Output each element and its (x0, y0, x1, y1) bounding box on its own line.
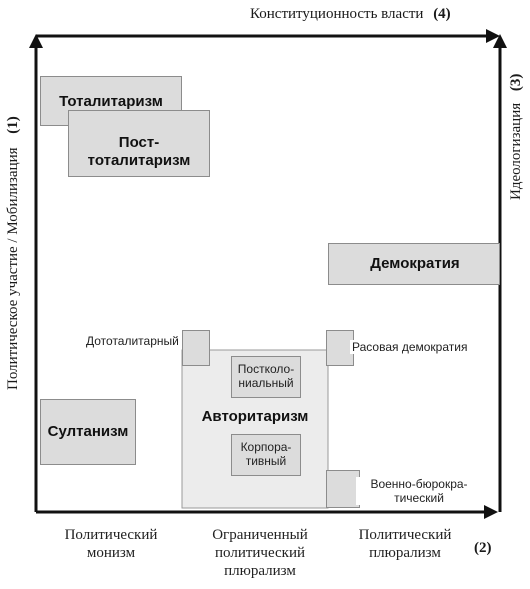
category-line: плюрализм (224, 563, 296, 579)
category-line: Ограниченный (212, 527, 308, 543)
bottom-axis-number: (2) (474, 540, 492, 556)
bottom-category-limited-pluralism: Ограниченный политический плюрализм (190, 526, 330, 580)
post-totalitarianism-label: Пост- тоталитаризм (68, 134, 210, 170)
top-axis-arrowhead (486, 29, 500, 43)
corporative-label: Корпора- тивный (231, 440, 301, 468)
label-line: ниальный (238, 376, 294, 390)
category-line: Политический (64, 527, 158, 543)
military-bureaucratic-label: Военно-бюрокра- тический (356, 477, 482, 505)
democracy-box (328, 243, 500, 285)
corporative-box (231, 434, 301, 476)
post-totalitarianism-box (68, 110, 210, 177)
bottom-axis-arrowhead (484, 505, 498, 519)
top-axis-number: (4) (433, 6, 451, 22)
label-line: тоталитаризм (87, 152, 191, 169)
sultanism-label: Султанизм (47, 423, 129, 440)
label-line: Постколо- (237, 362, 295, 376)
postcolonial-label: Постколо- ниальный (231, 362, 301, 390)
democracy-label: Демократия (370, 255, 460, 272)
label-line: тический (394, 491, 444, 505)
bottom-category-monism: Политический монизм (46, 526, 176, 562)
right-axis-number: (3) (508, 73, 524, 92)
category-line: Политический (358, 527, 452, 543)
totalitarianism-label: Тоталитаризм (59, 93, 163, 110)
label-line: Пост- (118, 134, 160, 151)
racial-democracy-label: Расовая демократия (350, 340, 470, 354)
left-axis-number: (1) (5, 116, 21, 134)
left-axis-arrowhead (29, 34, 43, 48)
left-axis-title: Политическое участие / Мобилизация (5, 147, 21, 390)
bottom-category-pluralism: Политический плюрализм (340, 526, 470, 562)
right-axis-arrowhead (493, 34, 507, 48)
label-line: тивный (245, 454, 287, 468)
military-bureaucratic-box (326, 470, 360, 508)
top-axis-label: Конституционность власти (4) (250, 6, 451, 23)
label-line: Корпора- (240, 440, 292, 454)
pre-totalitarian-box (182, 330, 210, 366)
pre-totalitarian-label: Дототалитарный (84, 334, 181, 348)
right-axis-title: Идеологизация (508, 102, 524, 200)
category-line: политический (215, 545, 305, 561)
sultanism-box (40, 399, 136, 465)
category-line: монизм (86, 545, 136, 561)
category-line: плюрализм (369, 545, 441, 561)
postcolonial-box (231, 356, 301, 398)
top-axis-title: Конституционность власти (250, 6, 424, 22)
label-line: Военно-бюрокра- (370, 477, 468, 491)
authoritarianism-label: Авторитаризм (201, 408, 309, 425)
